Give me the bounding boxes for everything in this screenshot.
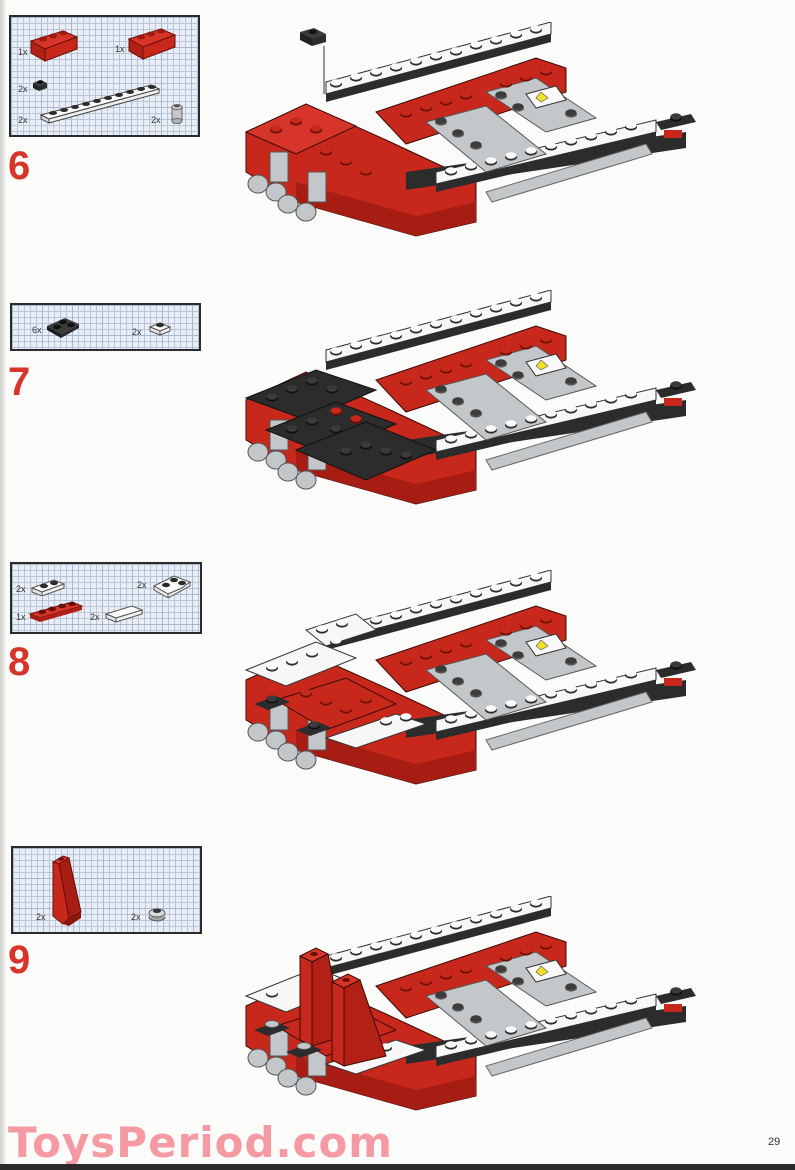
red-brick-2x3-icon bbox=[29, 30, 79, 62]
page-number: 29 bbox=[768, 1136, 781, 1148]
step-number: 8 bbox=[8, 640, 31, 684]
part-qty: 2x bbox=[151, 115, 161, 125]
black-wedge-plate-2x2-icon bbox=[47, 318, 79, 338]
part-qty: 1x bbox=[115, 44, 125, 54]
model-illustration-step-8 bbox=[244, 570, 706, 790]
step-number: 7 bbox=[8, 360, 31, 404]
white-plate-1x1-icon bbox=[148, 322, 172, 336]
part-qty: 2x bbox=[16, 584, 26, 594]
white-plate-1x2-icon bbox=[30, 579, 66, 596]
watermark: ToysPeriod.com bbox=[8, 1118, 394, 1167]
red-slope-brick-installed bbox=[330, 973, 387, 1067]
part-qty: 1x bbox=[18, 47, 28, 57]
parts-callout-step-6: 1x 1x 2x 2x 2x bbox=[9, 15, 200, 137]
red-brick-2x3-icon bbox=[127, 28, 177, 60]
part-qty: 2x bbox=[131, 912, 141, 922]
white-wedge-plate-2x2-icon bbox=[152, 575, 192, 598]
part-qty: 2x bbox=[90, 612, 100, 622]
part-qty: 1x bbox=[16, 612, 26, 622]
gray-round-brick-1x1-icon bbox=[171, 104, 183, 124]
black-plate-1x1-icon bbox=[33, 80, 47, 91]
black-plate-1x1-drop-icon bbox=[300, 28, 326, 94]
part-qty: 2x bbox=[18, 84, 28, 94]
white-tile-1x2-icon bbox=[104, 605, 144, 623]
page-binding-shadow bbox=[0, 0, 6, 1170]
parts-callout-step-9: 2x 2x bbox=[11, 846, 202, 934]
page-bottom-edge bbox=[0, 1164, 795, 1170]
parts-callout-step-8: 2x 2x 1x 2x bbox=[10, 562, 202, 634]
model-illustration-step-9 bbox=[244, 896, 706, 1116]
part-qty: 2x bbox=[36, 912, 46, 922]
part-qty: 2x bbox=[132, 327, 142, 337]
parts-callout-step-7: 6x 2x bbox=[10, 303, 201, 351]
step-number: 9 bbox=[8, 938, 31, 982]
model-illustration-step-7 bbox=[244, 290, 706, 510]
model-illustration-step-6 bbox=[244, 22, 706, 242]
red-slope-brick-1x2x3-icon bbox=[51, 855, 82, 926]
white-plate-1x10-icon bbox=[39, 84, 161, 124]
gray-round-plate-1x1-icon bbox=[148, 908, 166, 922]
part-qty: 2x bbox=[18, 115, 28, 125]
step-number: 6 bbox=[8, 144, 31, 188]
part-qty: 6x bbox=[32, 325, 42, 335]
red-plate-1x4-icon bbox=[28, 601, 84, 622]
part-qty: 2x bbox=[137, 580, 147, 590]
